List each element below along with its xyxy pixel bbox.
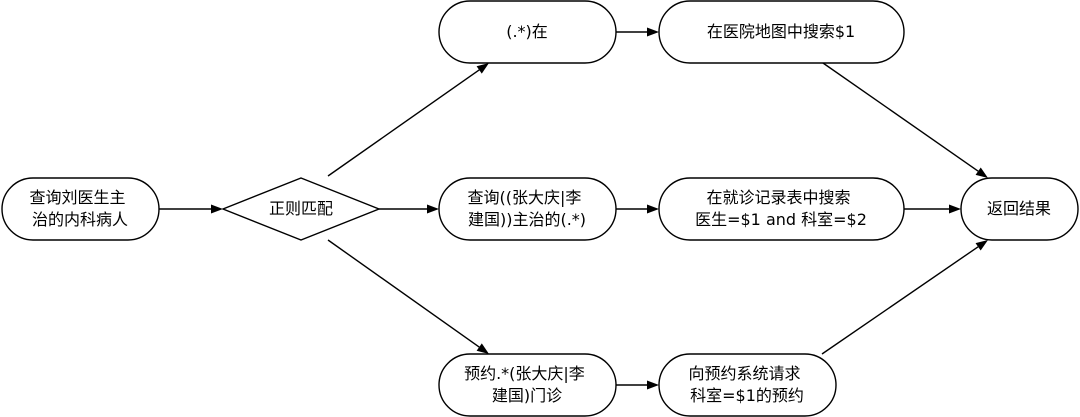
node-request-system-label: 向预约系统请求 科室=$1的预约: [688, 364, 805, 405]
edge-search-records-to-result: [904, 204, 961, 214]
edge-query-doctor-to-search-records: [616, 204, 659, 214]
node-appointment-label: 预约.*(张大庆|李 建国)门诊: [464, 364, 590, 405]
node-query-shape: [1, 177, 160, 241]
edge-line: [327, 69, 480, 177]
edge-line: [821, 246, 979, 355]
arrowhead-icon: [476, 343, 489, 354]
node-search-map: 在医院地图中搜索$1: [658, 0, 905, 64]
node-request-system: 向预约系统请求 科室=$1的预约: [658, 353, 837, 417]
node-at: (.*)在: [438, 0, 617, 64]
node-result: 返回结果: [960, 177, 1079, 241]
node-appointment: 预约.*(张大庆|李 建国)门诊: [438, 353, 617, 417]
arrowhead-icon: [647, 204, 659, 214]
node-query-doctor-shape: [438, 177, 617, 241]
node-appointment-line: 预约.*(张大庆|李: [464, 364, 585, 383]
node-search-map-line: 在医院地图中搜索$1: [707, 22, 855, 41]
edge-line: [327, 239, 480, 348]
arrowhead-icon: [949, 204, 961, 214]
arrowhead-icon: [476, 63, 489, 74]
node-result-label: 返回结果: [987, 199, 1051, 218]
arrowhead-icon: [975, 167, 988, 178]
node-request-system-line: 向预约系统请求: [688, 364, 800, 383]
edge-regex-to-query-doctor: [379, 204, 439, 214]
node-regex: 正则匹配: [221, 177, 381, 241]
edge-at-to-search-map: [616, 27, 659, 37]
node-query-line: 治的内科病人: [32, 210, 128, 229]
node-request-system-shape: [658, 353, 837, 417]
node-at-label: (.*)在: [506, 22, 548, 41]
node-request-system-line: 科室=$1的预约: [690, 386, 804, 405]
node-at-shape: [438, 0, 617, 64]
edge-request-system-to-result: [821, 240, 988, 355]
node-search-records: 在就诊记录表中搜索 医生=$1 and 科室=$2: [658, 177, 905, 241]
node-search-records-shape: [658, 177, 905, 241]
node-result-shape: [960, 177, 1079, 241]
node-search-records-line: 医生=$1 and 科室=$2: [695, 210, 867, 229]
node-query-label: 查询刘医生主 治的内科病人: [29, 188, 130, 229]
arrowhead-icon: [647, 27, 659, 37]
node-search-map-shape: [658, 0, 905, 64]
edge-regex-to-at: [327, 63, 489, 177]
node-regex-line: 正则匹配: [269, 199, 333, 218]
arrowhead-icon: [211, 204, 223, 214]
node-search-records-line: 在就诊记录表中搜索: [706, 188, 850, 207]
node-appointment-shape: [438, 353, 617, 417]
edges-layer: [159, 27, 988, 390]
node-query-doctor-line: 查询((张大庆|李: [468, 188, 582, 207]
edge-appointment-to-request-system: [616, 380, 659, 390]
arrowhead-icon: [427, 204, 439, 214]
node-appointment-line: 建国)门诊: [492, 386, 562, 405]
node-search-records-label: 在就诊记录表中搜索 医生=$1 and 科室=$2: [695, 188, 867, 229]
node-query: 查询刘医生主 治的内科病人: [1, 177, 160, 241]
arrowhead-icon: [975, 240, 988, 251]
edge-line: [822, 62, 979, 172]
node-query-doctor-line: 建国))主治的(.*): [468, 210, 586, 229]
node-query-line: 查询刘医生主: [29, 188, 125, 207]
edge-search-map-to-result: [822, 62, 988, 178]
node-result-line: 返回结果: [987, 199, 1051, 218]
node-at-line: (.*)在: [506, 22, 548, 41]
arrowhead-icon: [647, 380, 659, 390]
node-search-map-label: 在医院地图中搜索$1: [707, 22, 855, 41]
node-query-doctor: 查询((张大庆|李 建国))主治的(.*): [438, 177, 617, 241]
node-query-doctor-label: 查询((张大庆|李 建国))主治的(.*): [468, 188, 587, 229]
node-regex-shape: [221, 177, 381, 241]
edge-regex-to-appointment: [327, 239, 489, 354]
node-regex-label: 正则匹配: [269, 199, 333, 218]
edge-query-to-regex: [159, 204, 223, 214]
